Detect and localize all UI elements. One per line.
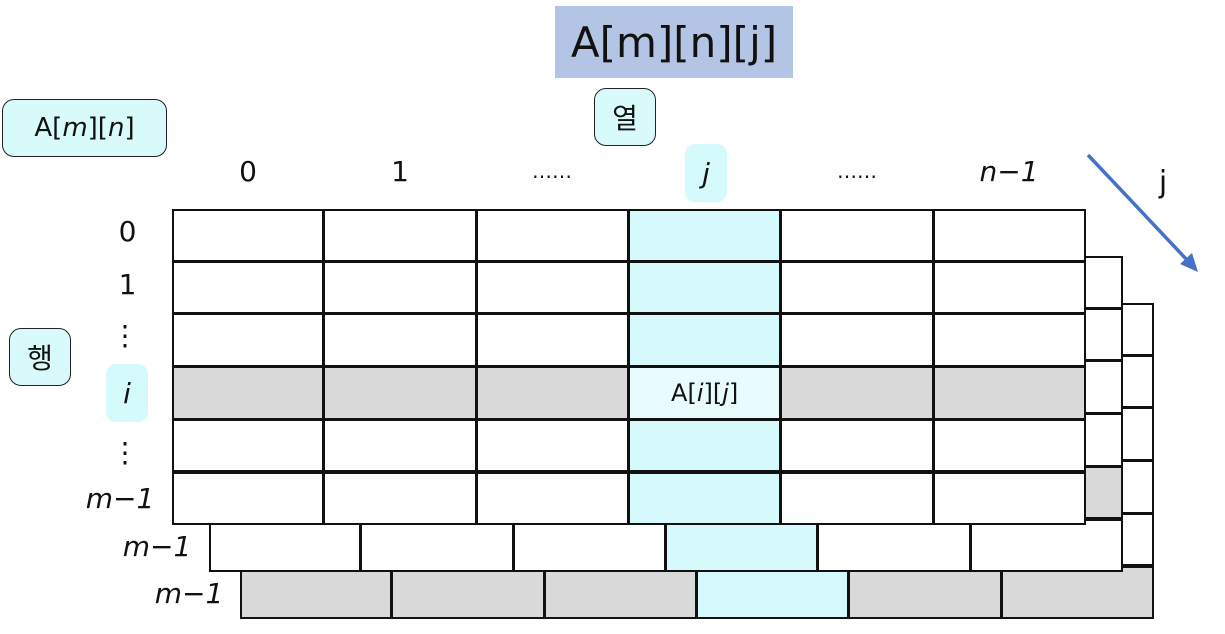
array-cell	[475, 260, 629, 315]
array-cell	[172, 471, 325, 526]
array-cell	[360, 518, 514, 573]
target-cell-a-i-j: A[i][j]	[627, 366, 782, 420]
array-cell	[969, 518, 1123, 573]
array-cell	[512, 518, 666, 573]
row-header-vdots-1: ⋮	[111, 318, 139, 352]
row-header-0: 0	[118, 214, 137, 248]
label-mid: ][	[87, 113, 108, 143]
array-cell	[627, 418, 782, 473]
label-m: m	[62, 113, 88, 143]
array-cell	[695, 565, 850, 620]
array-cell	[172, 313, 325, 368]
col-header-ellipsis-1: ……	[532, 159, 572, 183]
array-cell	[848, 565, 1002, 620]
diagram-title: A[m][n][j]	[555, 6, 793, 78]
array-cell	[323, 471, 477, 526]
array-cell	[323, 366, 477, 420]
array-cell	[172, 418, 325, 473]
depth-arrow-icon	[1086, 153, 1201, 273]
array-cell	[780, 418, 934, 473]
array-cell	[475, 366, 629, 420]
label-suffix: ]	[124, 113, 135, 143]
col-header-1: 1	[391, 154, 409, 188]
target-cell-j: j	[722, 378, 729, 407]
array-cell	[172, 366, 325, 420]
col-header-n-minus-1: n−1	[933, 150, 1085, 192]
array-cell	[543, 565, 697, 620]
array-cell	[817, 518, 971, 573]
array-cell	[627, 260, 782, 315]
array-cell	[240, 565, 393, 620]
array-cell	[1000, 565, 1154, 620]
col-header-0: 0	[239, 154, 257, 188]
array-cell	[932, 313, 1086, 368]
array-cell	[932, 471, 1086, 526]
array-cell	[780, 209, 934, 262]
array-cell	[172, 209, 325, 262]
array-cell	[323, 418, 477, 473]
array-cell	[780, 366, 934, 420]
array-cell	[627, 313, 782, 368]
array-2d-label: A[m][n]	[2, 99, 167, 157]
array-cell	[780, 260, 934, 315]
col-header-j: j	[685, 144, 727, 202]
row-header-vdots-2: ⋮	[111, 435, 139, 469]
target-cell-i: i	[696, 378, 704, 407]
array-cell	[932, 418, 1086, 473]
array-cell	[664, 518, 819, 573]
array-cell	[323, 313, 477, 368]
layer-3-label: m−1	[154, 576, 224, 610]
array-cell	[627, 209, 782, 262]
row-header-1: 1	[118, 267, 137, 301]
array-cell	[932, 260, 1086, 315]
array-cell	[475, 471, 629, 526]
depth-axis-label: j	[1158, 164, 1168, 200]
layer-2-label: m−1	[122, 529, 192, 563]
target-cell-prefix: A[	[671, 378, 697, 407]
array-cell	[475, 313, 629, 368]
array-cell	[391, 565, 545, 620]
array-cell	[627, 471, 782, 526]
array-cell	[209, 518, 362, 573]
array-cell	[172, 260, 325, 315]
array-cell	[323, 209, 477, 262]
array-cell	[475, 209, 629, 262]
array-cell	[475, 418, 629, 473]
array-cell	[780, 313, 934, 368]
array-cell	[932, 366, 1086, 420]
column-label: 열	[594, 88, 656, 146]
col-header-n-minus-1-text: n−1	[979, 154, 1039, 188]
array-cell	[932, 209, 1086, 262]
target-cell-suffix: ]	[728, 378, 739, 407]
row-label: 행	[9, 328, 71, 386]
array-cell	[323, 260, 477, 315]
col-header-ellipsis-2: ……	[837, 159, 877, 183]
row-header-i: i	[106, 364, 148, 422]
label-prefix: A[	[34, 113, 63, 143]
label-n: n	[107, 113, 125, 143]
target-cell-mid: ][	[703, 378, 723, 407]
row-header-m-minus-1: m−1	[85, 481, 155, 515]
array-cell	[780, 471, 934, 526]
